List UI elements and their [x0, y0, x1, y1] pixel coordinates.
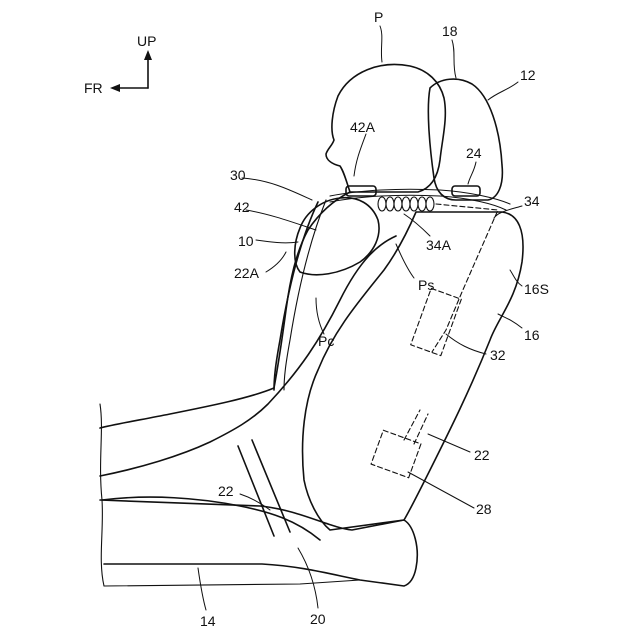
label-anchor: 20 [310, 611, 326, 627]
leader-lines [198, 26, 522, 610]
seatbelt-strap-inner [284, 200, 326, 390]
label-cushion: 42 [234, 199, 250, 215]
label-seatbelt-lower: 22 [218, 483, 234, 499]
up-arrow-head-icon [144, 50, 152, 60]
seatbelt-lap-strap [238, 440, 290, 536]
label-inner-edge: 22A [234, 265, 260, 281]
label-side-surface: 16S [524, 281, 549, 297]
label-seat-cushion: 14 [200, 613, 216, 629]
label-occupant-chest: Pc [318, 333, 334, 349]
label-seatback: 16 [524, 327, 540, 343]
seat-cushion-outline [100, 500, 417, 586]
occupant-arm-outline [100, 388, 274, 428]
label-occupant: P [374, 9, 383, 25]
seat-cushion-inner-line [104, 580, 360, 586]
label-seat: 12 [520, 67, 536, 83]
seatback-outline [303, 212, 523, 530]
internal-tether-path [432, 204, 498, 352]
label-buckle: 28 [476, 501, 492, 517]
occupant-head-outline [326, 64, 445, 192]
label-inflator: 32 [490, 347, 506, 363]
label-side-chamber: 42A [350, 119, 376, 135]
label-headrest: 18 [442, 23, 458, 39]
occupant-back-outline [274, 192, 350, 388]
label-outer-panel: 10 [238, 233, 254, 249]
label-tether-part: 34A [426, 237, 452, 253]
up-label: UP [137, 33, 156, 49]
shoulder-cushion-outline [295, 198, 379, 275]
reference-labels: P 18 12 42A 24 30 34 42 34A 10 22A Ps 16… [200, 9, 549, 629]
front-label: FR [84, 80, 103, 96]
label-airbag-device: 30 [230, 167, 246, 183]
seatbelt-strap-outer [274, 202, 318, 390]
label-airbag-module: 24 [466, 145, 482, 161]
direction-indicator: UP FR [84, 33, 156, 96]
seat-cushion-left-edge [100, 404, 104, 586]
label-tether: 34 [524, 193, 540, 209]
label-occupant-shoulder: Ps [418, 277, 434, 293]
label-seatbelt-upper: 22 [474, 447, 490, 463]
buckle-dashed [371, 430, 421, 478]
front-arrow-head-icon [110, 84, 120, 92]
tether-coil [378, 197, 434, 211]
